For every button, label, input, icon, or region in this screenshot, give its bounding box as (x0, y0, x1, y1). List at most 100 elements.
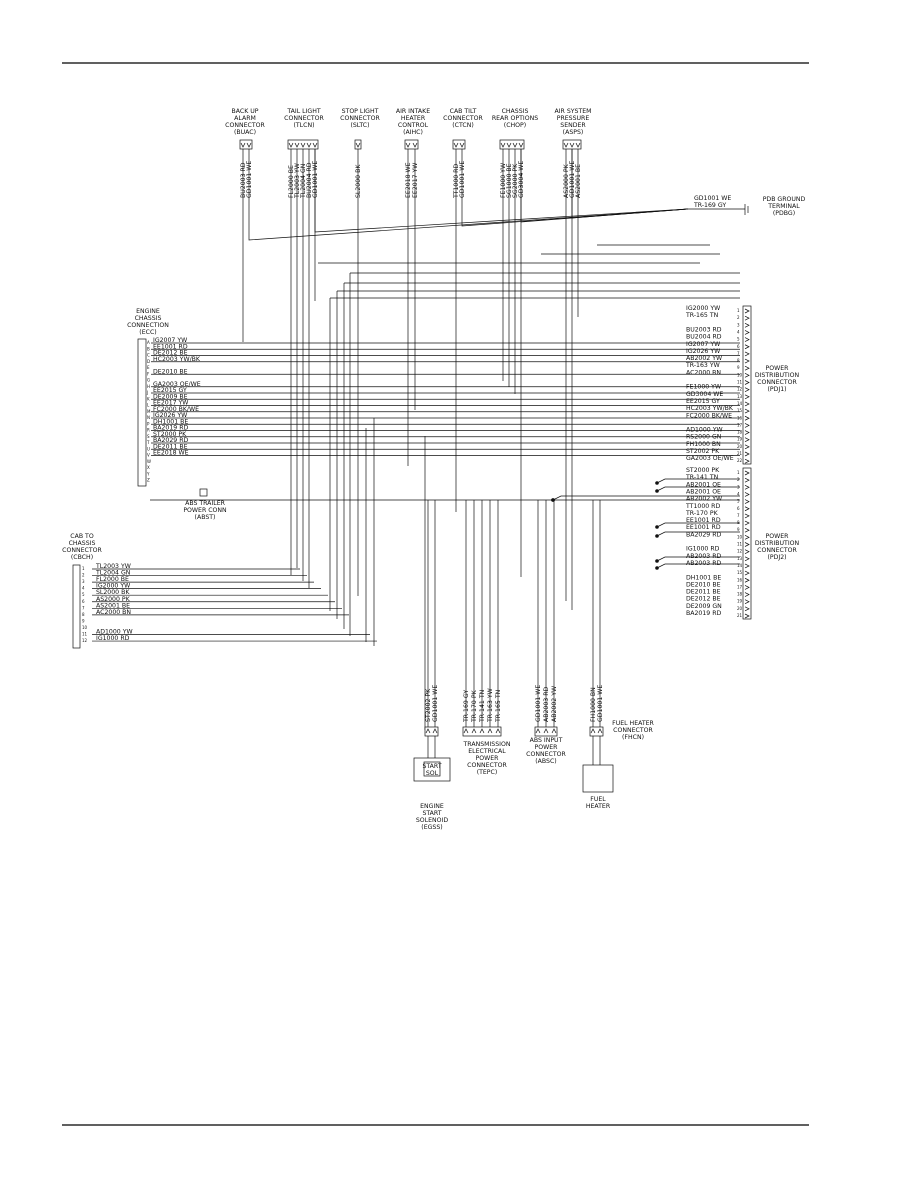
egss-wire-label: GD1001 WE (432, 685, 439, 722)
pdj2-pin: 10 (737, 534, 743, 539)
asps-label: SENDER (560, 122, 586, 129)
ecc-pin: U (147, 446, 150, 451)
splice-wire (656, 522, 740, 528)
cbch-pin: 2 (82, 573, 85, 578)
cbch-pin: 1 (82, 566, 85, 571)
ecc-pin: X (147, 465, 150, 470)
pdj1-pin: 11 (737, 380, 743, 385)
cbch-pin: 8 (82, 612, 85, 617)
ecc-pin: D (147, 359, 150, 364)
absc-label: POWER (535, 744, 559, 751)
tepc-block (462, 726, 502, 737)
pdj2-label: CONNECTOR (757, 547, 797, 554)
ecc-wire-label: DE2009 BE (153, 393, 188, 400)
ctcn-label: CAB TILT (450, 108, 477, 115)
chop-label: (CHOP) (504, 122, 526, 129)
ecc-wire-label: DE2010 BE (153, 368, 188, 375)
pdj2-pin: 12 (737, 549, 743, 554)
pdj1-pin: 2 (737, 315, 740, 320)
terminal-icon (246, 142, 252, 148)
terminal-icon (744, 606, 750, 612)
splice-wire (656, 556, 740, 562)
terminal-icon (744, 437, 750, 443)
splice-wire (656, 486, 740, 492)
pdj2-wire-label: ST2000 PK (686, 467, 720, 474)
tlcn-label: CONNECTOR (284, 115, 324, 122)
ecc-pin: V (147, 453, 150, 458)
pdj2-pin: 1 (737, 470, 740, 475)
ecc-pin: C (147, 353, 150, 358)
terminal-icon (744, 315, 750, 321)
ecc-pin: B (147, 346, 150, 351)
pdj1-wire-label: TR-163 YW (685, 362, 720, 369)
terminal-icon (744, 380, 750, 385)
egss-inner-label: START (422, 763, 441, 770)
terminal-icon (744, 344, 750, 350)
ecc-pin: G (147, 378, 150, 383)
terminal-icon (425, 728, 431, 734)
pdj2-wire-label: AB2001 OE (686, 488, 721, 495)
terminal-icon (355, 142, 361, 148)
cbch-wire-label: IG2000 YW (96, 583, 130, 590)
chop-wire-label: FE1000 YW (500, 163, 507, 198)
cbch-wire-label: TL2003 YW (95, 563, 131, 570)
terminal-icon (463, 728, 469, 734)
ctcn-label: (CTCN) (452, 122, 474, 129)
pdj2-pin: 19 (737, 599, 743, 604)
fhcn-wire-label: GD1001 WE (597, 685, 604, 722)
pdj2-wire-label: DE2012 BE (686, 596, 721, 603)
pdj1-wire-label: HC2003 YW/BK (686, 405, 734, 412)
pdj2-pin: 2 (737, 477, 740, 482)
cbch-label: CAB TO (70, 533, 94, 540)
terminal-icon (744, 387, 750, 392)
ecc-pin: L (147, 403, 150, 408)
pdj1-pin: 12 (737, 387, 743, 392)
terminal-icon (744, 308, 750, 314)
cbch-pin: 6 (82, 599, 85, 604)
terminal-icon (744, 527, 750, 533)
splice-wire (552, 495, 740, 501)
terminal-icon (744, 535, 750, 540)
pdj1-wire-label: AC2000 BN (686, 369, 721, 376)
pdj2-pin: 13 (737, 556, 743, 561)
pdj2-pin: 14 (737, 563, 743, 568)
terminal-icon (744, 337, 750, 342)
terminal-icon (744, 520, 750, 526)
terminal-icon (744, 415, 750, 421)
terminal-icon (744, 599, 750, 605)
cbch-wire-label: FL2000 BE (96, 576, 129, 583)
ecc-pin: K (147, 396, 150, 401)
tlcn-wire-label: BU2004 RD (306, 162, 313, 198)
asps-wire-label: GD1001 WE (569, 161, 576, 198)
fhcn-label: CONNECTOR (613, 727, 653, 734)
pdj1-wire-label: AB2002 YW (686, 355, 722, 362)
ecc-pin: A (147, 340, 150, 345)
fhcn-wire-label: FH1000 BN (590, 687, 597, 722)
pdj1-wire-label: FC2000 BK/WE (686, 412, 732, 419)
pdj1-wire-label: IG2000 YW (686, 305, 720, 312)
cbch-pin: 9 (82, 618, 85, 623)
terminal-icon (312, 142, 318, 148)
buac-wire-label: BU2003 RD (240, 162, 247, 198)
pdj1-wire-label: FE1000 YW (686, 384, 721, 391)
pdj1-wire-label: TR-165 TN (685, 312, 719, 319)
pdj1-pin: 5 (737, 337, 740, 342)
terminal-icon (471, 728, 477, 734)
terminal-icon (744, 592, 750, 597)
sltc-label: CONNECTOR (340, 115, 380, 122)
pdj2-wire-label: AB2002 YW (686, 496, 722, 503)
pdbg-wire-label: TR-169 GY (693, 202, 726, 209)
aihc-label: HEATER (401, 115, 426, 122)
abst-label: (ABST) (195, 514, 216, 521)
pdj2-wire-label: BA2029 RD (686, 531, 721, 538)
pdj1-pin: 8 (737, 358, 740, 363)
tepc-label: CONNECTOR (467, 762, 507, 769)
ecc-label: CONNECTION (127, 322, 169, 329)
tepc-wire-label: TR-165 TN (495, 689, 502, 723)
tepc-label: (TEPC) (477, 769, 498, 776)
pdj1-wire-label: BU2004 RD (686, 334, 722, 341)
ecc-pin: S (147, 434, 150, 439)
abst-block (199, 488, 208, 497)
terminal-icon (744, 499, 750, 504)
